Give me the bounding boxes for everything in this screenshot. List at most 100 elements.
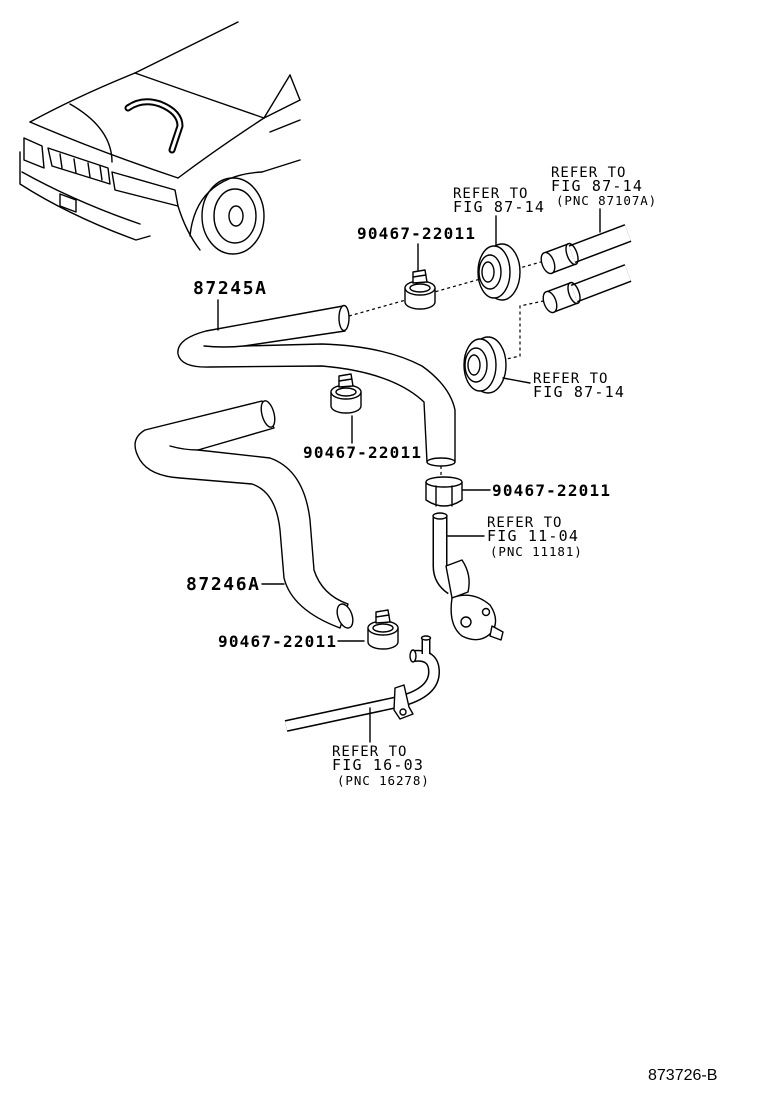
pipe-lower-fill (570, 265, 631, 302)
left-headlight (23, 137, 45, 169)
leader-grommet-lower (502, 377, 531, 384)
clamp-tab-fold (338, 378, 353, 382)
front-wheel-hub (228, 205, 244, 227)
callout-pipe-top: REFER TO FIG 87-14 (PNC 87107A) (551, 165, 657, 208)
pipe-upper-opening (540, 251, 556, 275)
bypass-pipe-outline (284, 649, 440, 732)
hose-upper-bottom-opening (426, 457, 456, 467)
bypass-pipe-fill (285, 651, 439, 731)
vehicle-location-illustration (19, 21, 301, 255)
figure-reference: FIG 16-03 (332, 756, 424, 774)
figure-reference: FIG 11-04 (487, 527, 579, 545)
cowl-line (134, 72, 265, 119)
figure-reference: FIG 87-14 (551, 177, 643, 195)
grommet-upper-hole (481, 261, 495, 283)
refer-line: REFER TO (332, 744, 407, 760)
refer-line: REFER TO (453, 186, 528, 202)
hose-lower-fold-line (169, 445, 199, 451)
hood-front-edge (29, 121, 179, 179)
grommet-lower-hole (467, 354, 481, 376)
front-wheel-tire (201, 177, 265, 255)
fender-top (177, 117, 265, 179)
clamp-outlet-band (425, 481, 463, 507)
pipe-upper-fill (567, 225, 631, 263)
fog-lamp (59, 193, 77, 213)
hose-upper-fold-line (203, 345, 245, 348)
bypass-stub-opening (420, 635, 432, 641)
hose-upper-body (177, 305, 456, 463)
hose-clamp-outlet (425, 476, 463, 507)
grille-bars (59, 153, 103, 181)
hose-lower-end-opening (336, 603, 354, 629)
outlet-bolt-hole (460, 616, 472, 628)
hose-clamp-middle (330, 373, 362, 414)
hose-upper-end-opening (338, 304, 350, 332)
outlet-pipe-opening (432, 512, 448, 520)
outlet-housing (445, 559, 470, 599)
pnc-reference: (PNC 87107A) (556, 193, 657, 208)
heater-pipe-upper (540, 224, 632, 275)
hose-lower-top-opening (260, 400, 276, 428)
grommet-lower (463, 336, 507, 394)
clamp-band-inner (409, 283, 431, 293)
right-headlight (111, 171, 179, 207)
hose-upper (177, 304, 456, 467)
pipe-lower-opening (542, 290, 558, 314)
bumper-line (21, 171, 141, 225)
callout-grommet-upper: REFER TO FIG 87-14 (453, 186, 545, 216)
front-bumper (19, 151, 151, 241)
clamp-tab-fold (375, 614, 390, 618)
leader-lines (217, 208, 601, 743)
guide-line-grommet-lower (501, 299, 549, 361)
clamp-outlet-tab (435, 485, 453, 507)
pnc-reference: (PNC 11181) (490, 544, 583, 559)
grille (47, 147, 111, 185)
clamp-middle-part-number: 90467-22011 (303, 443, 422, 462)
figure-number: 873726-B (648, 1067, 717, 1084)
water-outlet (432, 512, 504, 641)
hose-clamp-upper (404, 269, 436, 310)
pipe-upper-collar-ring (565, 242, 579, 266)
figure-reference: FIG 87-14 (533, 383, 625, 401)
clamp-band-inner (372, 623, 394, 633)
grommet-upper (477, 243, 521, 301)
hose-lower (134, 400, 354, 629)
guide-line-upper (348, 259, 549, 317)
outlet-flange (450, 594, 497, 641)
refer-line: REFER TO (551, 165, 626, 181)
refer-line: REFER TO (533, 371, 608, 387)
outlet-nozzle (489, 625, 504, 641)
clamp-band-inner (335, 387, 357, 397)
bypass-pipe-bracket (393, 684, 414, 720)
wheel-arch (189, 171, 263, 237)
bypass-bracket-bolt (399, 708, 407, 716)
clamp-tab-fold (412, 274, 427, 278)
pipe-lower-collar-ring (567, 281, 581, 305)
front-wheel-rim (213, 188, 257, 244)
assembly-guide-lines (348, 259, 549, 478)
water-bypass-pipe (284, 635, 440, 732)
body-side-lines (177, 119, 301, 251)
windshield-left-edge (134, 21, 239, 74)
hood-left-edge (29, 72, 136, 123)
outlet-bolt-hole-small (481, 607, 491, 617)
fender-top-rear (263, 99, 301, 119)
hood-crease (69, 103, 113, 163)
clamp-outlet-band-top (425, 476, 463, 488)
callout-grommet-lower: REFER TO FIG 87-14 (533, 371, 625, 401)
pnc-reference: (PNC 16278) (337, 773, 430, 788)
callout-water-pipe: REFER TO FIG 16-03 (PNC 16278) (332, 744, 430, 788)
clamp-upper-part-number: 90467-22011 (357, 224, 476, 243)
bypass-pipe-end (409, 649, 417, 663)
figure-reference: FIG 87-14 (453, 198, 545, 216)
heater-pipe-lower (542, 264, 632, 314)
a-pillar (289, 74, 301, 101)
clamp-outlet-part-number: 90467-22011 (492, 481, 611, 500)
hose-location-inner (126, 100, 182, 152)
callout-water-outlet: REFER TO FIG 11-04 (PNC 11181) (487, 515, 583, 559)
hose-upper-part-number: 87245A (193, 278, 268, 299)
windshield-right-edge (263, 74, 291, 119)
hose-lower-body (134, 400, 349, 629)
